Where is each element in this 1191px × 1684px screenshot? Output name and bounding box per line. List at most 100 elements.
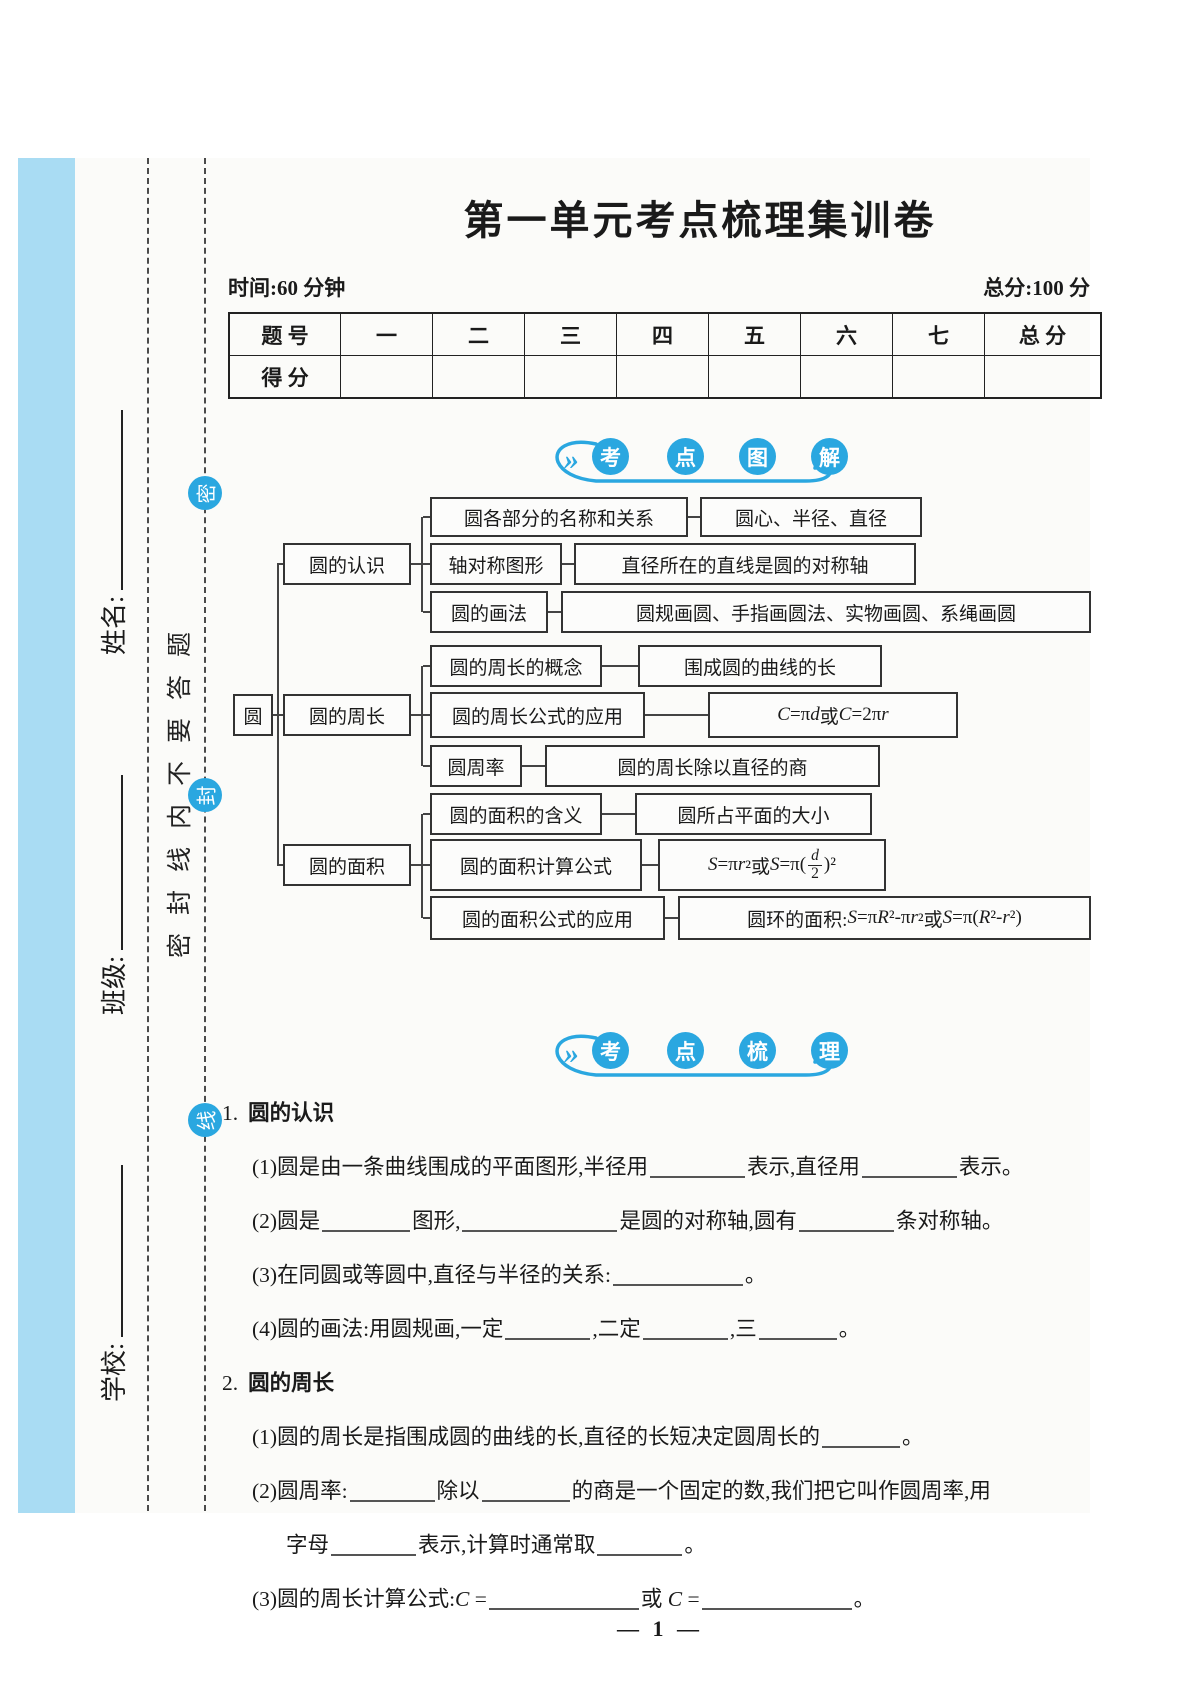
concept-map: 圆圆的认识圆各部分的名称和关系圆心、半径、直径轴对称图形直径所在的直线是圆的对称…: [225, 490, 1091, 952]
concept-connector: [423, 516, 430, 518]
concept-connector: [411, 714, 421, 716]
seal-fold-line-outer: [204, 158, 206, 1511]
seal-marker-circle: 线: [188, 1103, 222, 1137]
concept-connector: [423, 665, 430, 667]
concept-node: 圆的面积的含义: [430, 793, 602, 835]
question-column-header: 七: [892, 312, 985, 356]
concept-node: 圆心、半径、直径: [700, 497, 922, 537]
page-number: — 1 —: [617, 1616, 703, 1641]
concept-connector: [423, 765, 430, 767]
student-info-blank: [101, 1164, 123, 1337]
binding-edge-bar: [18, 158, 75, 1513]
badge-circle-char: 解: [811, 438, 848, 475]
score-cell: [616, 355, 709, 399]
section-title-text: 圆的认识: [248, 1101, 335, 1125]
concept-node: 围成圆的曲线的长: [638, 645, 882, 687]
fill-in-blank: [331, 1518, 417, 1556]
concept-node: 圆的面积公式的应用: [430, 896, 665, 940]
question-line: (4)圆的画法:用圆规画,一定,二定,三。: [222, 1302, 1102, 1356]
concept-connector: [421, 517, 423, 612]
question-line: (3)圆的周长计算公式:C =或 C =。: [222, 1572, 1102, 1626]
student-info-field: 姓名:: [94, 409, 131, 655]
concept-node: 圆规画圆、手指画圆法、实物画圆、系绳画圆: [561, 591, 1091, 633]
seal-fold-line-inner: [147, 158, 149, 1511]
concept-node: 圆的周长除以直径的商: [545, 745, 880, 787]
concept-connector: [277, 564, 279, 865]
section-title-text: 圆的周长: [248, 1371, 335, 1395]
student-info-blank: [101, 774, 123, 950]
question-line: (2)圆是图形,是圆的对称轴,圆有条对称轴。: [222, 1194, 1102, 1248]
question-column-header: 总 分: [984, 312, 1102, 356]
section-badge-concept-review: »考点梳理: [550, 1031, 850, 1081]
concept-connector: [602, 813, 635, 815]
badge-arrow-icon: »: [563, 443, 579, 476]
concept-branch-node: 圆的周长: [283, 694, 411, 736]
concept-branch-node: 圆的认识: [283, 543, 411, 585]
badge-circle-char: 考: [592, 438, 629, 475]
concept-node: 圆周率: [430, 745, 522, 787]
badge-circle-char: 点: [667, 438, 704, 475]
student-info-label: 学校:: [100, 1342, 129, 1402]
concept-connector: [423, 563, 430, 565]
concept-connector: [522, 765, 545, 767]
section-number: 2.: [222, 1371, 239, 1395]
question-line: 字母表示,计算时通常取。: [222, 1518, 1102, 1572]
total-score-label: 总分:100 分: [983, 276, 1090, 300]
concept-connector: [277, 563, 283, 565]
seal-marker-circle: 密: [188, 476, 222, 510]
concept-connector: [642, 864, 658, 866]
score-cell: [800, 355, 893, 399]
fraction-numerator: d: [808, 847, 822, 866]
fill-in-blank: [701, 1572, 852, 1610]
concept-connector: [688, 516, 700, 518]
badge-arrow-icon: »: [563, 1037, 579, 1070]
seal-marker-char: 线: [196, 1110, 219, 1130]
concept-node: 圆的面积计算公式: [430, 839, 642, 891]
badge-circle-char: 考: [592, 1032, 629, 1069]
question-line: (2)圆周率:除以的商是一个固定的数,我们把它叫作圆周率,用: [222, 1464, 1102, 1518]
concept-node: 圆的周长的概念: [430, 645, 602, 687]
concept-connector: [423, 813, 430, 815]
concept-connector: [548, 611, 561, 613]
fill-in-blank: [488, 1572, 639, 1610]
concept-connector: [423, 917, 430, 919]
concept-node: 轴对称图形: [430, 543, 562, 585]
seal-marker-char: 封: [196, 785, 219, 805]
student-info-blank: [101, 409, 123, 590]
question-line: (1)圆的周长是指围成圆的曲线的长,直径的长短决定圆周长的。: [222, 1410, 1102, 1464]
concept-connector: [423, 864, 430, 866]
fill-in-blank: [462, 1194, 618, 1232]
score-table-header-row: 题 号一二三四五六七总 分: [228, 312, 1102, 356]
fraction-denominator: 2: [811, 864, 819, 882]
concept-connector: [411, 563, 421, 565]
fill-in-blank: [861, 1140, 957, 1178]
fill-in-blank: [322, 1194, 411, 1232]
concept-node: 圆的周长公式的应用: [430, 692, 645, 738]
concept-root-node: 圆: [233, 694, 273, 736]
student-info-field: 班级:: [94, 774, 131, 1015]
score-cell: [892, 355, 985, 399]
concept-node: 圆各部分的名称和关系: [430, 497, 688, 537]
fill-in-blank: [597, 1518, 683, 1556]
student-info-label: 班级:: [100, 955, 129, 1015]
student-info-field: 学校:: [94, 1164, 131, 1402]
score-cell: [340, 355, 433, 399]
badge-circle-char: 图: [739, 438, 776, 475]
question-line: (3)在同圆或等圆中,直径与半径的关系:。: [222, 1248, 1102, 1302]
concept-connector: [421, 666, 423, 766]
question-column-header: 四: [616, 312, 709, 356]
time-label: 时间:60 分钟: [228, 276, 346, 300]
concept-node: 圆的画法: [430, 591, 548, 633]
concept-branch-node: 圆的面积: [283, 844, 411, 886]
student-info-label: 姓名:: [100, 595, 129, 655]
question-column-header: 五: [708, 312, 801, 356]
fill-in-questions: 1.圆的认识(1)圆是由一条曲线围成的平面图形,半径用表示,直径用表示。(2)圆…: [222, 1086, 1102, 1626]
seal-marker-circle: 封: [188, 778, 222, 812]
question-column-header: 一: [340, 312, 433, 356]
score-cell: [432, 355, 525, 399]
concept-connector: [423, 611, 430, 613]
